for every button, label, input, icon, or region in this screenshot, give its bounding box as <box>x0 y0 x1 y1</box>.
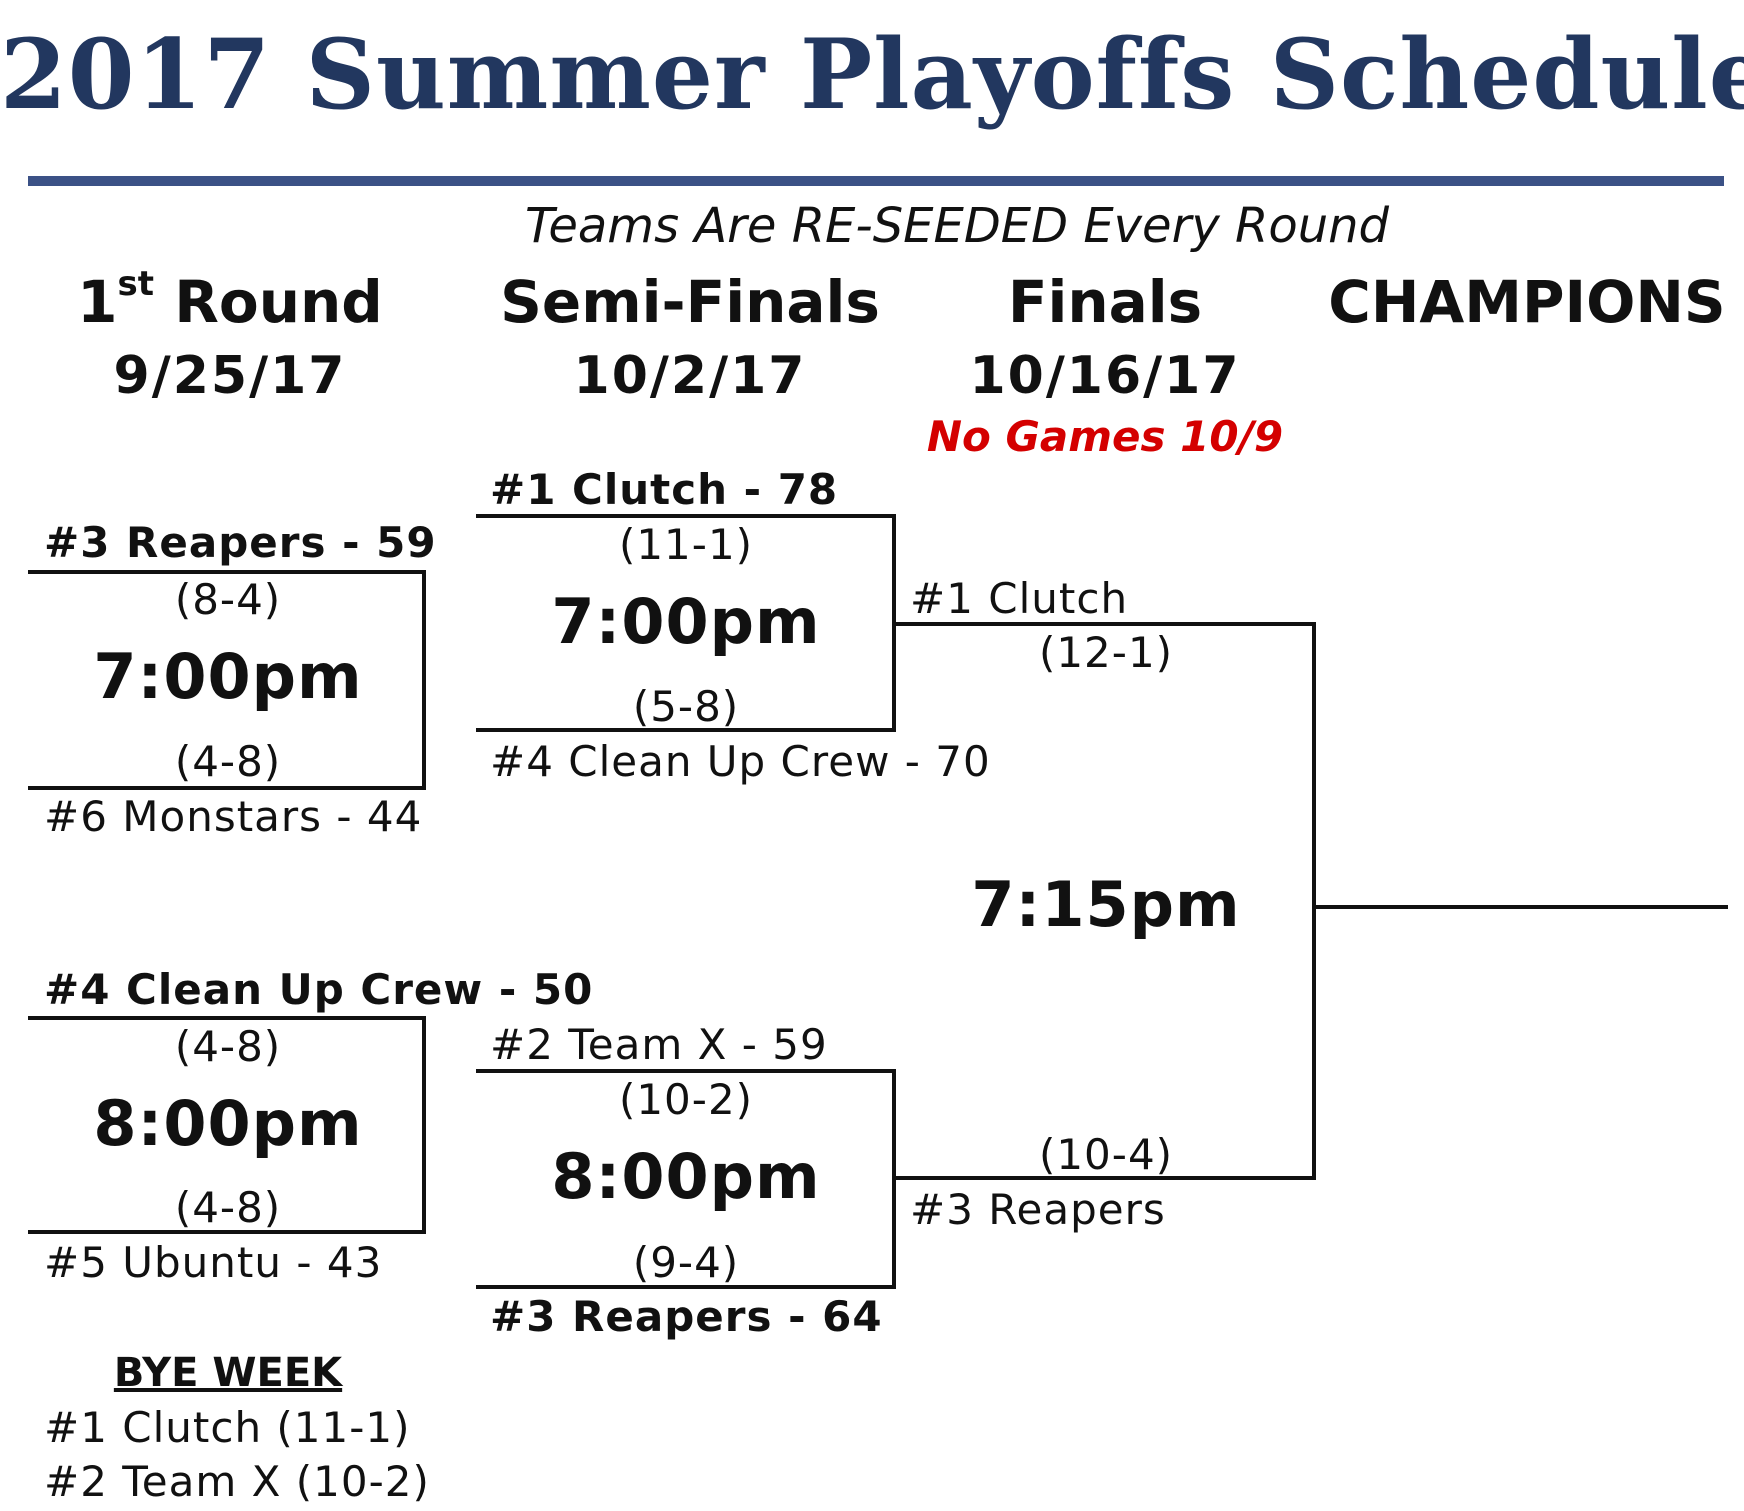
champion-line <box>1312 905 1728 909</box>
r1g1-bottom-record: (4-8) <box>174 737 282 786</box>
r1g1-time: 7:00pm <box>93 640 363 713</box>
subtitle: Teams Are RE-SEEDED Every Round <box>524 198 1390 254</box>
round-label-sup: st <box>117 264 155 304</box>
sf2-bottom-line <box>476 1285 896 1289</box>
r1g1-bottom-line <box>28 786 426 790</box>
r1g2-bottom-record: (4-8) <box>174 1183 282 1232</box>
round-header-champions: CHAMPIONS <box>1328 268 1726 336</box>
sf2-time: 8:00pm <box>551 1140 821 1213</box>
r1g1-top-team: #3 Reapers - 59 <box>44 518 437 567</box>
sf1-connector <box>892 514 896 732</box>
round-label-num: 1 <box>77 268 118 336</box>
round-header-first: 1st Round <box>30 264 430 336</box>
sf1-bottom-record: (5-8) <box>632 682 740 731</box>
final-bottom-team: #3 Reapers <box>910 1185 1166 1234</box>
r1g1-connector <box>422 570 426 790</box>
final-top-line <box>896 622 1316 626</box>
sf1-top-record: (11-1) <box>618 520 754 569</box>
sf2-bottom-team: #3 Reapers - 64 <box>490 1292 883 1341</box>
page-title: 2017 Summer Playoffs Schedule <box>0 18 1744 131</box>
round-header-semis: Semi-Finals <box>500 268 880 336</box>
r1g2-top-line <box>28 1016 426 1020</box>
sf1-bottom-team: #4 Clean Up Crew - 70 <box>490 737 991 786</box>
bye-week-team: #1 Clutch (11-1) <box>44 1403 411 1452</box>
sf2-top-line <box>476 1069 896 1073</box>
round-date-first: 9/25/17 <box>113 346 347 406</box>
r1g2-top-team: #4 Clean Up Crew - 50 <box>44 965 594 1014</box>
r1g1-top-record: (8-4) <box>174 575 282 624</box>
sf1-top-line <box>476 514 896 518</box>
r1g1-bottom-team: #6 Monstars - 44 <box>44 792 423 841</box>
final-connector <box>1312 622 1316 1180</box>
r1g2-time: 8:00pm <box>93 1087 363 1160</box>
r1g1-top-line <box>28 570 426 574</box>
sf1-bottom-line <box>476 728 896 732</box>
final-bottom-record: (10-4) <box>1038 1130 1174 1179</box>
sf1-top-team: #1 Clutch - 78 <box>490 465 839 514</box>
r1g2-connector <box>422 1016 426 1234</box>
final-bottom-line <box>896 1176 1316 1180</box>
final-top-team: #1 Clutch <box>910 574 1129 623</box>
r1g2-bottom-line <box>28 1230 426 1234</box>
r1g2-top-record: (4-8) <box>174 1022 282 1071</box>
round-date-finals: 10/16/17 <box>969 346 1241 406</box>
sf2-top-team: #2 Team X - 59 <box>490 1020 828 1069</box>
round-label-rest: Round <box>154 268 383 336</box>
round-date-semis: 10/2/17 <box>573 346 807 406</box>
bye-week-team: #2 Team X (10-2) <box>44 1457 430 1506</box>
sf2-bottom-record: (9-4) <box>632 1238 740 1287</box>
sf2-top-record: (10-2) <box>618 1075 754 1124</box>
final-time: 7:15pm <box>971 868 1241 941</box>
finals-note: No Games 10/9 <box>926 412 1284 461</box>
r1g2-bottom-team: #5 Ubuntu - 43 <box>44 1238 383 1287</box>
bye-week-heading: BYE WEEK <box>113 1350 343 1396</box>
final-top-record: (12-1) <box>1038 628 1174 677</box>
sf1-time: 7:00pm <box>551 585 821 658</box>
round-header-finals: Finals <box>1007 268 1203 336</box>
title-divider <box>28 176 1724 186</box>
sf2-connector <box>892 1069 896 1289</box>
